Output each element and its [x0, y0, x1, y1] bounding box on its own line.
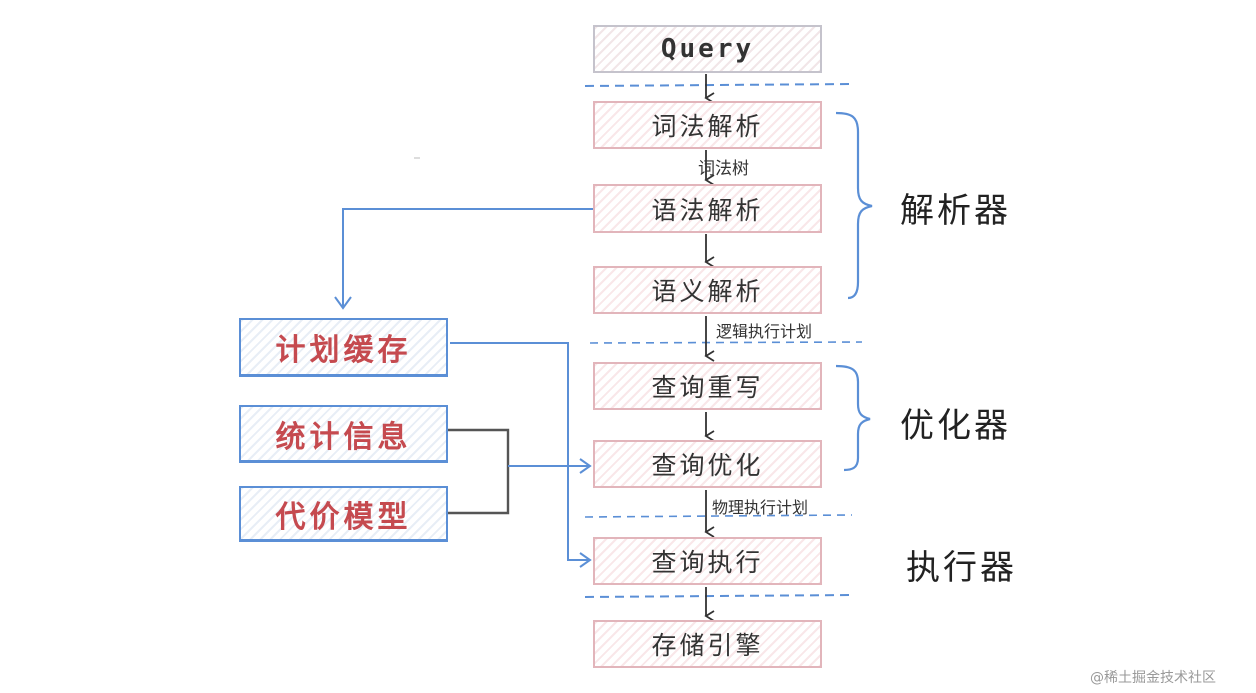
- query-box: Query: [593, 25, 822, 73]
- query-optimize-box: 查询优化: [593, 440, 822, 488]
- plan-cache-box: 计划缓存: [239, 318, 448, 377]
- separator-query: [584, 83, 853, 87]
- semantic-analysis-label: 语义解析: [651, 277, 764, 306]
- parser-group-label: 解析器: [900, 191, 1011, 231]
- connector-statistics: [448, 428, 510, 515]
- logical-plan-label: 逻辑执行计划: [716, 322, 813, 341]
- statistics-label: 统计信息: [275, 419, 412, 455]
- separator-parser: [589, 341, 863, 344]
- cost-model-box: 代价模型: [239, 486, 448, 542]
- separator-optimizer: [584, 514, 853, 518]
- query-execute-label: 查询执行: [651, 548, 764, 577]
- query-execute-box: 查询执行: [593, 537, 822, 585]
- plan-cache-label: 计划缓存: [275, 333, 412, 368]
- lexical-analysis-label: 词法解析: [651, 112, 764, 141]
- watermark: @稀土掘金技术社区: [1090, 670, 1216, 686]
- storage-engine-label: 存储引擎: [651, 631, 764, 660]
- executor-group-label: 执行器: [906, 548, 1017, 588]
- semantic-analysis-box: 语义解析: [593, 266, 822, 314]
- optimizer-group-label: 优化器: [900, 406, 1011, 446]
- brace-optimizer: [835, 364, 871, 472]
- syntax-analysis-box: 语法解析: [593, 184, 822, 233]
- query-rewrite-label: 查询重写: [651, 373, 764, 402]
- lexical-tree-label: 词法树: [698, 159, 749, 179]
- cost-model-label: 代价模型: [275, 499, 412, 535]
- brace-parser: [835, 111, 873, 300]
- statistics-box: 统计信息: [239, 405, 448, 463]
- arrow-plancache-execute: [450, 342, 588, 561]
- lexical-analysis-box: 词法解析: [593, 101, 822, 149]
- storage-engine-box: 存储引擎: [593, 620, 822, 668]
- separator-executor: [584, 594, 853, 598]
- query-optimize-label: 查询优化: [651, 451, 764, 480]
- syntax-analysis-label: 语法解析: [651, 195, 764, 225]
- physical-plan-label: 物理执行计划: [712, 498, 809, 517]
- query-rewrite-box: 查询重写: [593, 362, 822, 410]
- arrow-syntax-plancache: [342, 208, 593, 306]
- query-label: Query: [660, 34, 755, 64]
